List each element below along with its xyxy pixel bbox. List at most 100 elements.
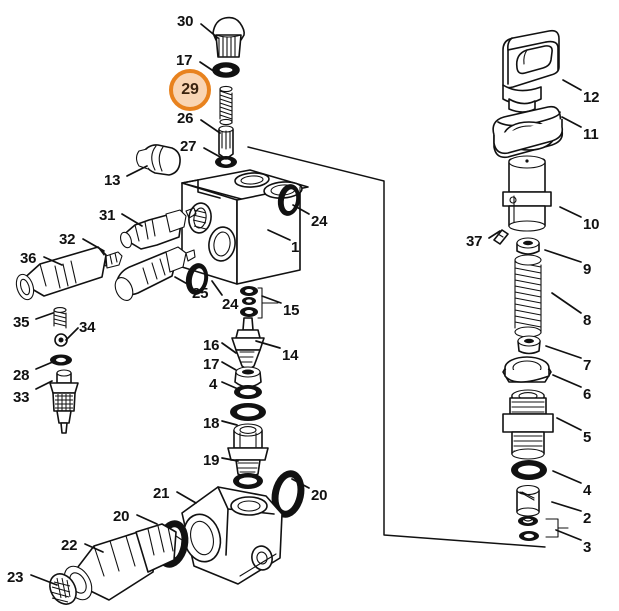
leader-line-4 — [552, 470, 582, 484]
callout-9[interactable]: 9 — [583, 261, 592, 278]
callout-5[interactable]: 5 — [583, 429, 592, 446]
leader-line-2 — [551, 501, 582, 512]
callout-20[interactable]: 20 — [113, 508, 130, 525]
leader-line-24 — [292, 204, 310, 215]
part-24-oring-right — [277, 184, 301, 216]
leader-line-37 — [488, 230, 501, 239]
callout-15[interactable]: 15 — [283, 302, 300, 319]
part-24-oring-left — [185, 263, 209, 295]
leader-line-18 — [221, 420, 238, 426]
part-4-oring-right — [511, 460, 547, 480]
leader-line-23 — [30, 574, 58, 586]
callout-28[interactable]: 28 — [13, 367, 30, 384]
callout-24[interactable]: 24 — [311, 213, 328, 230]
part-18-bushing — [227, 423, 269, 478]
leader-line-7 — [545, 345, 582, 359]
callout-35[interactable]: 35 — [13, 314, 30, 331]
part-5-stem-housing — [502, 389, 554, 460]
callout-12[interactable]: 12 — [583, 89, 600, 106]
callout-20[interactable]: 20 — [311, 487, 328, 504]
part-36-coupling — [15, 246, 107, 301]
leader-line-11 — [561, 116, 582, 128]
part-15-washer-set — [240, 286, 279, 319]
callout-22[interactable]: 22 — [61, 537, 78, 554]
part-2-piston — [516, 484, 540, 517]
callout-33[interactable]: 33 — [13, 389, 30, 406]
callout-11[interactable]: 11 — [583, 126, 599, 143]
part-31-nipple — [120, 207, 197, 250]
leader-line-8 — [551, 292, 582, 314]
leader-line-16 — [221, 342, 237, 354]
callout-13[interactable]: 13 — [104, 172, 121, 189]
leader-line-20 — [291, 478, 310, 489]
callout-7[interactable]: 7 — [583, 357, 592, 374]
callout-17[interactable]: 17 — [203, 356, 220, 373]
part-26-sleeve — [218, 125, 234, 160]
part-25-elbow — [114, 246, 196, 301]
assembly-bracket-line — [247, 146, 546, 548]
part-4-oring-center — [230, 403, 266, 421]
leader-line-22 — [84, 543, 104, 553]
callout-24[interactable]: 24 — [222, 296, 239, 313]
leader-line-30 — [200, 23, 219, 39]
callout-6[interactable]: 6 — [583, 386, 592, 403]
callout-36[interactable]: 36 — [20, 250, 37, 267]
part-9-spring-cap — [516, 237, 540, 255]
part-13-plug — [135, 144, 181, 176]
part-1-valve-body — [181, 169, 309, 285]
callout-34[interactable]: 34 — [79, 319, 96, 336]
callout-17[interactable]: 17 — [176, 52, 193, 69]
callout-26[interactable]: 26 — [177, 110, 194, 127]
leader-line-27 — [203, 147, 223, 159]
callout-27[interactable]: 27 — [180, 138, 197, 155]
callout-32[interactable]: 32 — [59, 231, 76, 248]
part-23-filter-screen — [49, 573, 77, 605]
part-6-lock-nut — [502, 356, 552, 383]
callout-18[interactable]: 18 — [203, 415, 220, 432]
callout-4[interactable]: 4 — [209, 376, 218, 393]
part-20-oring-center — [271, 470, 305, 518]
leader-line-17 — [199, 61, 216, 73]
part-17-oring-lower — [234, 385, 262, 399]
part-14-valve-seat — [231, 317, 265, 370]
part-12-knob — [502, 29, 560, 113]
part-33-knurled-fitting — [49, 369, 79, 434]
callout-25[interactable]: 25 — [192, 285, 209, 302]
leader-line-26 — [200, 119, 221, 134]
callout-8[interactable]: 8 — [583, 312, 592, 329]
callout-37[interactable]: 37 — [466, 233, 483, 250]
highlighted-part-29[interactable]: 29 — [169, 69, 211, 111]
part-3-backup-rings — [518, 516, 569, 541]
part-19-oring — [233, 473, 263, 489]
leader-line-25 — [174, 276, 192, 287]
callout-14[interactable]: 14 — [282, 347, 299, 364]
leader-line-36 — [43, 256, 63, 266]
leader-line-6 — [552, 374, 582, 388]
leader-line-21 — [176, 491, 197, 504]
callout-30[interactable]: 30 — [177, 13, 194, 30]
part-30-bolt — [212, 16, 245, 58]
callout-21[interactable]: 21 — [153, 485, 170, 502]
part-22-union-nut — [63, 523, 183, 601]
callout-3[interactable]: 3 — [583, 539, 592, 556]
callout-19[interactable]: 19 — [203, 452, 220, 469]
leader-line-20 — [136, 514, 158, 525]
callout-1[interactable]: 1 — [291, 239, 300, 256]
leader-line-15 — [261, 295, 282, 304]
callout-16[interactable]: 16 — [203, 337, 220, 354]
callout-10[interactable]: 10 — [583, 216, 600, 233]
callout-4[interactable]: 4 — [583, 482, 592, 499]
highlight-ring — [169, 69, 211, 111]
leader-line-4 — [221, 381, 239, 390]
leader-line-32 — [82, 238, 105, 252]
part-35-spring — [53, 307, 67, 329]
callout-2[interactable]: 2 — [583, 510, 592, 527]
part-16-nut — [234, 366, 262, 388]
callout-31[interactable]: 31 — [99, 207, 116, 224]
leader-line-3 — [555, 529, 582, 541]
leader-line-31 — [121, 213, 143, 227]
leader-lines — [30, 23, 582, 586]
callout-23[interactable]: 23 — [7, 569, 24, 586]
